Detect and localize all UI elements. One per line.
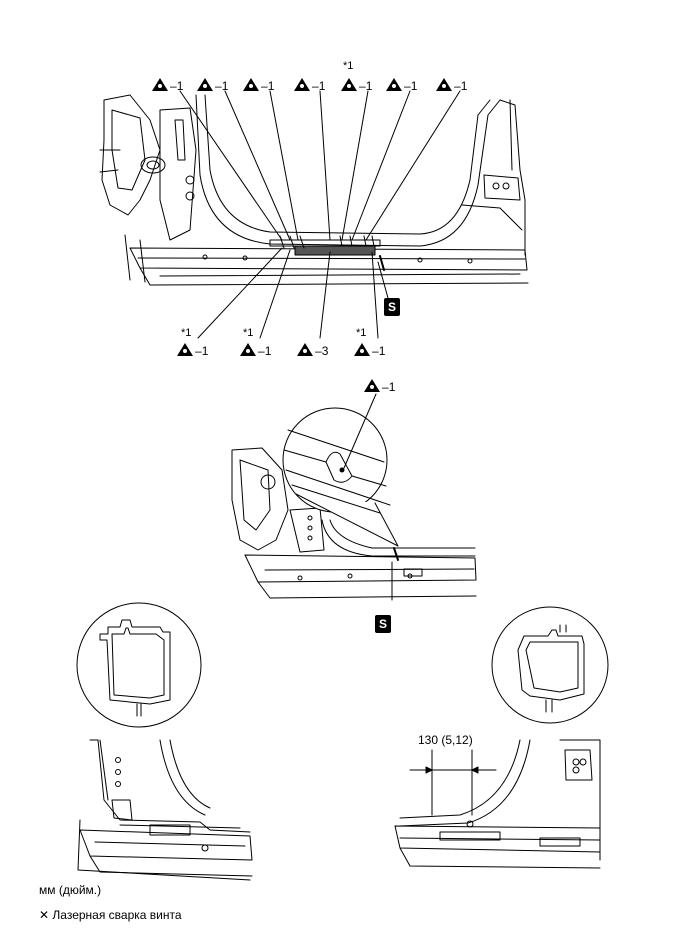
top-label-2: –1 [197, 78, 228, 92]
bottom-right-section [394, 606, 609, 869]
middle-body-illustration [231, 447, 477, 601]
weld-triangle-icon [197, 78, 213, 91]
weld-triangle-icon [364, 379, 380, 392]
bottom-label-4: –1 [354, 343, 385, 357]
bottom-label-1: –1 [177, 343, 208, 357]
weld-triangle-icon [152, 78, 168, 91]
dimension-label: 130 (5,12) [418, 733, 473, 747]
bottom-label-2: –1 [240, 343, 271, 357]
top-label-6: –1 [386, 78, 417, 92]
detail-label: –1 [364, 379, 395, 393]
bottom-label-2-star: *1 [243, 327, 254, 339]
top-label-1: –1 [152, 78, 183, 92]
units-note: мм (дюйм.) [39, 883, 102, 897]
weld-triangle-icon [341, 78, 357, 91]
weld-triangle-icon [386, 78, 402, 91]
legend-text: Лазерная сварка винта [52, 908, 182, 922]
sectioning-badge-icon-2: S [375, 615, 391, 633]
weld-triangle-icon [436, 78, 452, 91]
weld-triangle-icon [177, 343, 193, 356]
weld-triangle-icon [240, 343, 256, 356]
weld-triangle-icon [297, 343, 313, 356]
top-label-7: –1 [436, 78, 467, 92]
screw-laser-weld-icon: ✕ [39, 908, 50, 922]
weld-triangle-icon [243, 78, 259, 91]
sectioning-badge-icon: S [384, 298, 400, 316]
top-label-4: –1 [294, 78, 325, 92]
bottom-label-1-star: *1 [181, 327, 192, 339]
weld-triangle-icon [354, 343, 370, 356]
weld-triangle-icon [294, 78, 310, 91]
top-label-5-star: *1 [343, 60, 354, 72]
magnified-detail [282, 393, 399, 547]
bottom-label-4-star: *1 [356, 327, 367, 339]
top-leader-lines [179, 90, 461, 339]
top-body-illustration [99, 94, 529, 286]
top-label-3: –1 [243, 78, 274, 92]
legend: ✕ Лазерная сварка винта [39, 908, 182, 922]
bottom-left-section [76, 602, 253, 881]
top-label-5: –1 [341, 78, 372, 92]
bottom-label-3: –3 [297, 343, 328, 357]
